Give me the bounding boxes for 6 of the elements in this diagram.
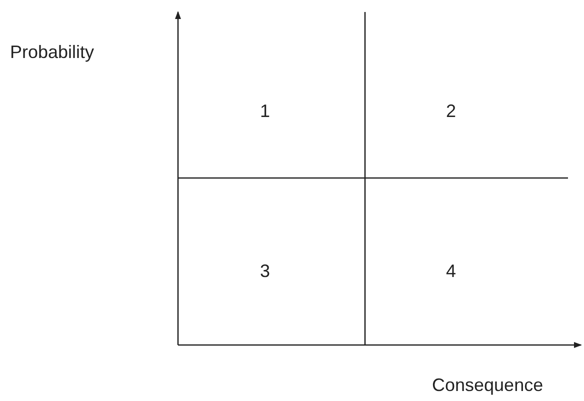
quadrant-number: 4	[446, 262, 456, 280]
quadrant-number: 1	[260, 102, 270, 120]
quadrant-number: 2	[446, 102, 456, 120]
quadrant-number: 3	[260, 262, 270, 280]
axis-label: Consequence	[432, 376, 544, 394]
axis-label: Probability	[10, 43, 94, 61]
